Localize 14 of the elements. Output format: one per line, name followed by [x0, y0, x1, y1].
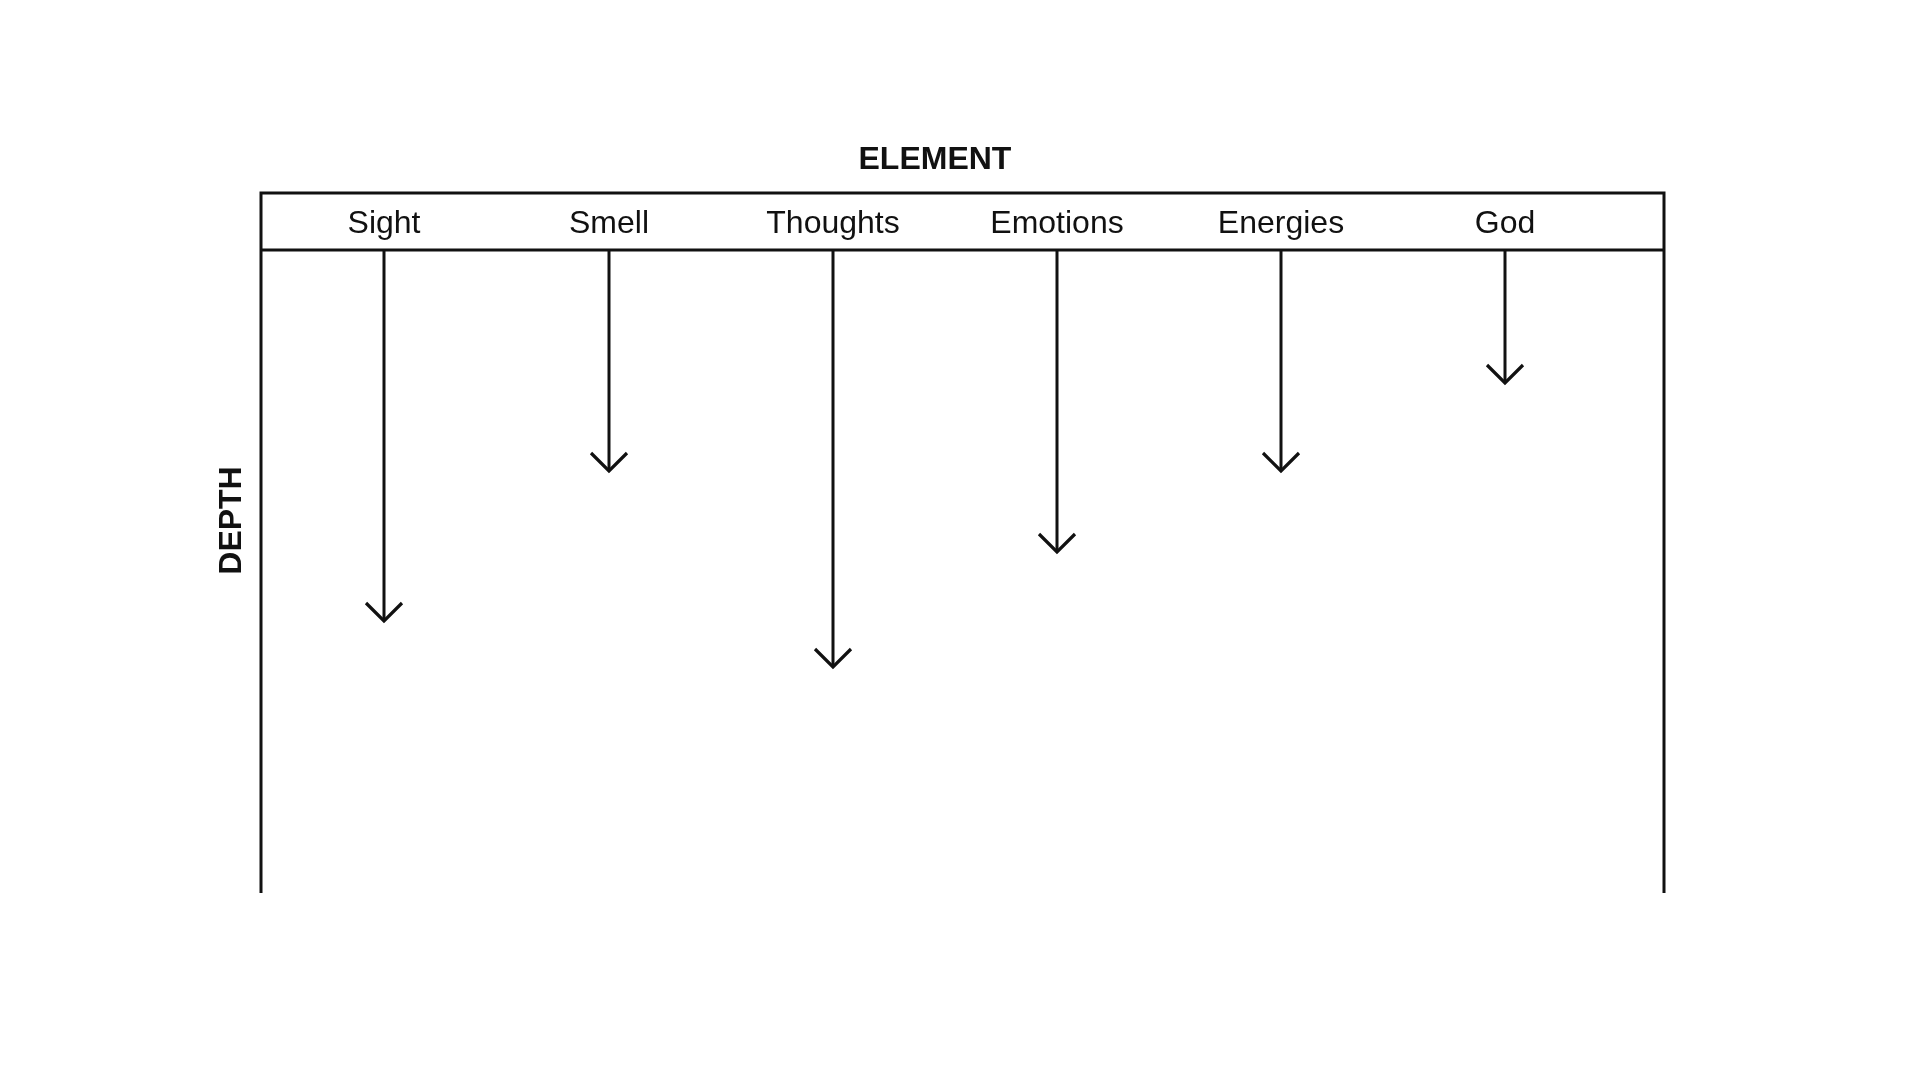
column-heading: Smell	[509, 194, 709, 250]
column-axis-title: ELEMENT	[858, 139, 1012, 177]
arrow	[364, 250, 404, 623]
column-heading: Energies	[1181, 194, 1381, 250]
column-heading: Thoughts	[733, 194, 933, 250]
column-heading: God	[1405, 194, 1605, 250]
arrow	[813, 250, 853, 669]
arrow	[1261, 250, 1301, 473]
column-heading: Emotions	[957, 194, 1157, 250]
column-heading: Sight	[284, 194, 484, 250]
arrow	[589, 250, 629, 473]
arrow	[1037, 250, 1077, 554]
arrow	[1485, 250, 1525, 385]
depth-axis-title: DEPTH	[211, 465, 249, 575]
